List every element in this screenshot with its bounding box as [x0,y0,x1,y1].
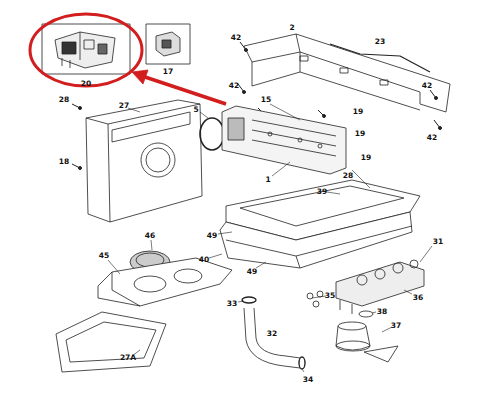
callout-number: 31 [432,238,444,246]
drain-hose [242,297,305,369]
callout-number: 28 [58,96,70,104]
callout-number: 27 [118,102,130,110]
dispenser-drawer [98,258,232,306]
grommets [307,291,323,307]
callout-number: 19 [354,130,366,138]
callout-number: 38 [376,308,388,316]
callout-number: 23 [374,38,386,46]
callout-number: 20 [80,80,92,88]
callout-number: 15 [260,96,272,104]
callout-number: 42 [228,82,240,90]
callout-number: 18 [58,158,70,166]
callout-number: 39 [316,188,328,196]
callout-number: 34 [302,376,314,384]
callout-number: 19 [360,154,372,162]
callout-number: 19 [352,108,364,116]
highlight-arrow [132,70,226,104]
callout-number: 28 [342,172,354,180]
callout-number: 40 [198,256,210,264]
water-valve [336,260,424,314]
bellows-boot [336,322,398,362]
control-board [222,106,346,174]
callout-number: 35 [324,292,336,300]
console-back-panel [244,34,450,112]
control-module [55,32,115,68]
drawer-handle [56,312,166,372]
callout-number: 5 [192,106,199,114]
gasket-ring [200,118,224,150]
callout-number: 45 [98,252,110,260]
callout-number: 33 [226,300,238,308]
callout-number: 36 [412,294,424,302]
callout-number: 17 [162,68,174,76]
callout-number: 49 [206,232,218,240]
callout-number: 37 [390,322,402,330]
callout-number: 32 [266,330,278,338]
part-box [146,24,190,64]
callout-number: 42 [426,134,438,142]
callout-number: 1 [264,176,271,184]
callout-number: 42 [421,82,433,90]
console-panel [86,100,202,222]
ring [359,311,373,317]
part-box [42,24,130,74]
callout-number: 42 [230,34,242,42]
connector-block [156,32,180,56]
callout-number: 2 [288,24,295,32]
callout-number: 49 [246,268,258,276]
highlight-ring [30,14,142,86]
callout-number: 46 [144,232,156,240]
callout-number: 27A [119,354,137,362]
leader-lines [108,104,432,372]
dispenser-body [220,212,412,268]
